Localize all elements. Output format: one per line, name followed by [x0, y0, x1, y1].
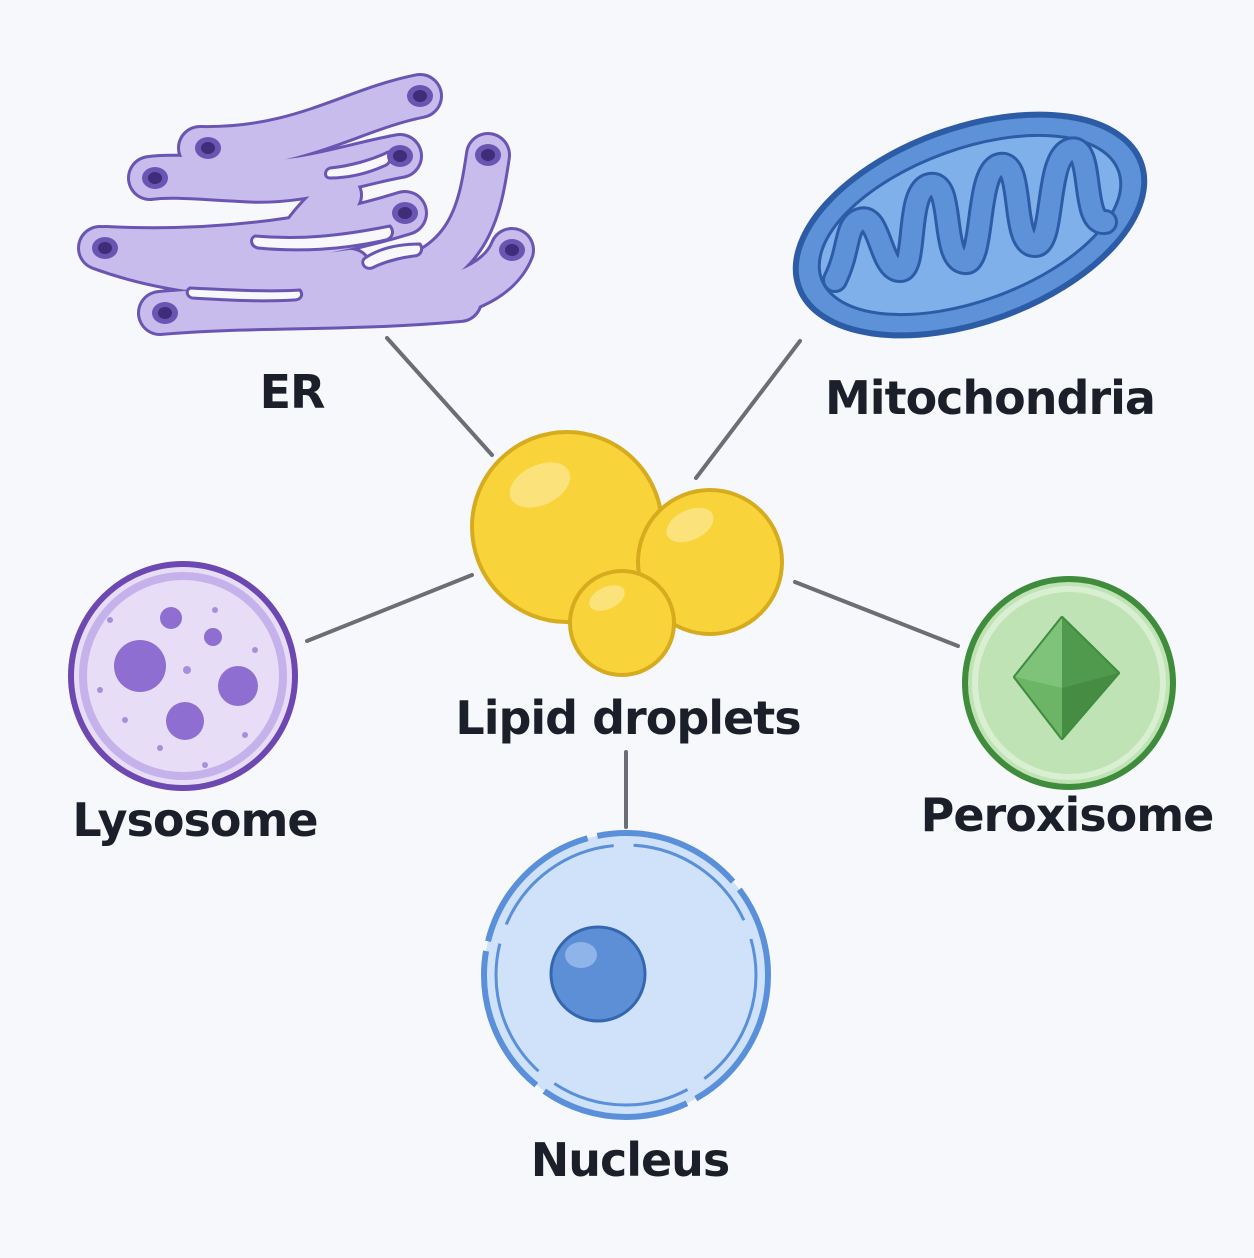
lysosome-icon — [68, 561, 298, 791]
peroxisome-label: Peroxisome — [920, 788, 1215, 842]
lipid-droplets-label: Lipid droplets — [455, 691, 801, 745]
nucleus-icon — [481, 830, 771, 1120]
connectors — [305, 336, 960, 829]
connector-lysosome — [305, 573, 474, 643]
lipid-droplet-small — [568, 569, 676, 677]
er-icon — [77, 73, 535, 336]
er-label: ER — [259, 365, 326, 419]
nucleus-label: Nucleus — [530, 1133, 731, 1187]
lysosome-label: Lysosome — [72, 793, 318, 847]
connector-mitochondria — [694, 339, 802, 480]
peroxisome-icon — [962, 576, 1176, 790]
mitochondria-label: Mitochondria — [825, 371, 1156, 425]
mitochondria-icon — [792, 111, 1148, 339]
lipid-droplets-icon — [470, 430, 784, 677]
connector-er — [385, 336, 494, 457]
connector-peroxisome — [793, 580, 960, 648]
